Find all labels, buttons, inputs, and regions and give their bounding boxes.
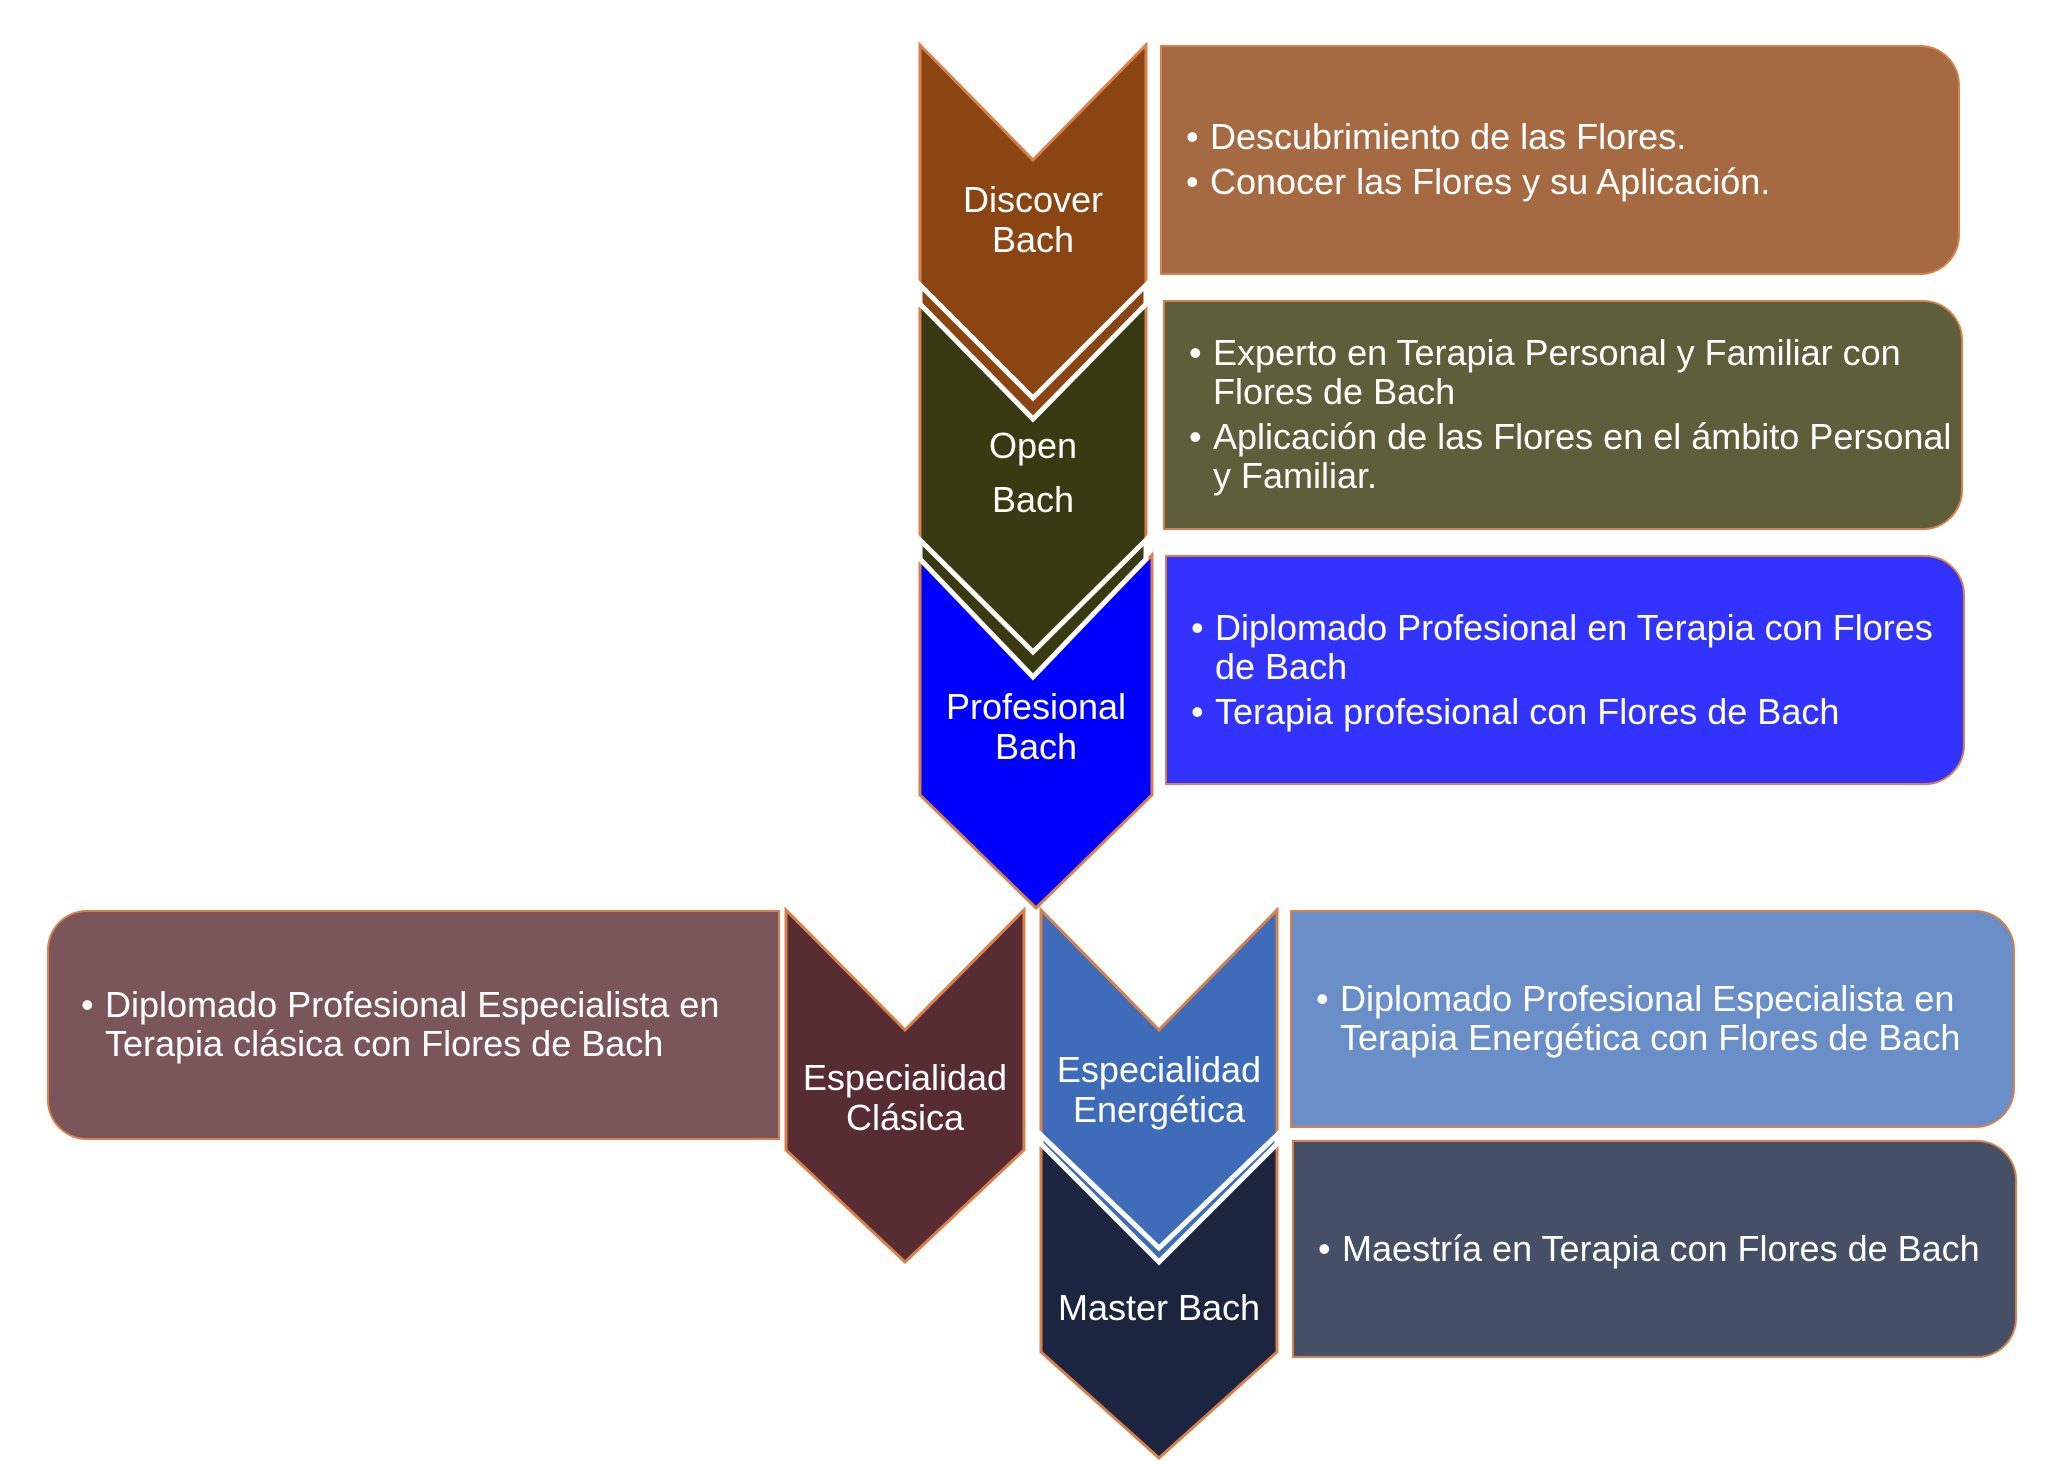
chevron-tip bbox=[917, 278, 1149, 423]
description-box-discover-bach: Descubrimiento de las Flores. Conocer la… bbox=[1160, 45, 1960, 275]
chevron-label-especialidad-energetica: Especialidad Energética bbox=[1041, 1035, 1277, 1145]
chevron-tip bbox=[917, 534, 1149, 681]
description-item: Terapia profesional con Flores de Bach bbox=[1191, 692, 1963, 731]
chevron-label-line: Especialidad bbox=[1056, 1049, 1262, 1090]
chevron-label-line: Open bbox=[988, 425, 1078, 466]
chevron-label-line: Discover bbox=[962, 179, 1104, 220]
chevron-label-profesional-bach: Profesional Bach bbox=[920, 672, 1152, 782]
chevron-label-master-bach: Master Bach bbox=[1041, 1278, 1277, 1338]
chevron-label-line: Clásica bbox=[845, 1097, 965, 1138]
chevron-label-line: Energética bbox=[1072, 1089, 1246, 1130]
chevron-tip bbox=[1038, 1129, 1280, 1266]
chevron-especialidad-clasica bbox=[784, 906, 1026, 1265]
description-item: Maestría en Terapia con Flores de Bach bbox=[1318, 1229, 2015, 1268]
description-list: Diplomado Profesional Especialista en Te… bbox=[49, 981, 778, 1069]
description-item: Diplomado Profesional Especialista en Te… bbox=[1316, 979, 2013, 1057]
chevron-label-line: Profesional bbox=[945, 686, 1127, 727]
chevron-label-especialidad-clasica: Especialidad Clásica bbox=[786, 1043, 1024, 1153]
chevron-label-line: Bach bbox=[991, 479, 1075, 520]
description-item: Diplomado Profesional Especialista en Te… bbox=[81, 985, 778, 1063]
chevron-label-open-bach: Open Bach bbox=[920, 418, 1146, 528]
description-list: Diplomado Profesional en Terapia con Flo… bbox=[1167, 604, 1963, 737]
description-list: Maestría en Terapia con Flores de Bach bbox=[1294, 1225, 2015, 1274]
description-box-profesional-bach: Diplomado Profesional en Terapia con Flo… bbox=[1165, 555, 1965, 785]
description-box-open-bach: Experto en Terapia Personal y Familiar c… bbox=[1163, 300, 1963, 530]
description-item: Experto en Terapia Personal y Familiar c… bbox=[1189, 333, 1961, 411]
chevron-label-line: Especialidad bbox=[802, 1057, 1008, 1098]
description-item: Descubrimiento de las Flores. bbox=[1186, 117, 1958, 156]
description-list: Experto en Terapia Personal y Familiar c… bbox=[1165, 329, 1961, 501]
description-item: Aplicación de las Flores en el ámbito Pe… bbox=[1189, 417, 1961, 495]
chevron-label-line: Bach bbox=[994, 726, 1078, 767]
description-item: Diplomado Profesional en Terapia con Flo… bbox=[1191, 608, 1963, 686]
description-box-especialidad-clasica: Diplomado Profesional Especialista en Te… bbox=[47, 910, 780, 1140]
description-box-master-bach: Maestría en Terapia con Flores de Bach bbox=[1292, 1140, 2017, 1358]
description-item: Conocer las Flores y su Aplicación. bbox=[1186, 162, 1958, 201]
chevron-label-line: Bach bbox=[991, 219, 1075, 260]
description-box-especialidad-energetica: Diplomado Profesional Especialista en Te… bbox=[1290, 910, 2015, 1128]
description-list: Descubrimiento de las Flores. Conocer la… bbox=[1162, 113, 1958, 207]
chevron-label-discover-bach: Discover Bach bbox=[920, 165, 1146, 275]
chevron-label-line: Master Bach bbox=[1057, 1287, 1261, 1328]
description-list: Diplomado Profesional Especialista en Te… bbox=[1292, 975, 2013, 1063]
